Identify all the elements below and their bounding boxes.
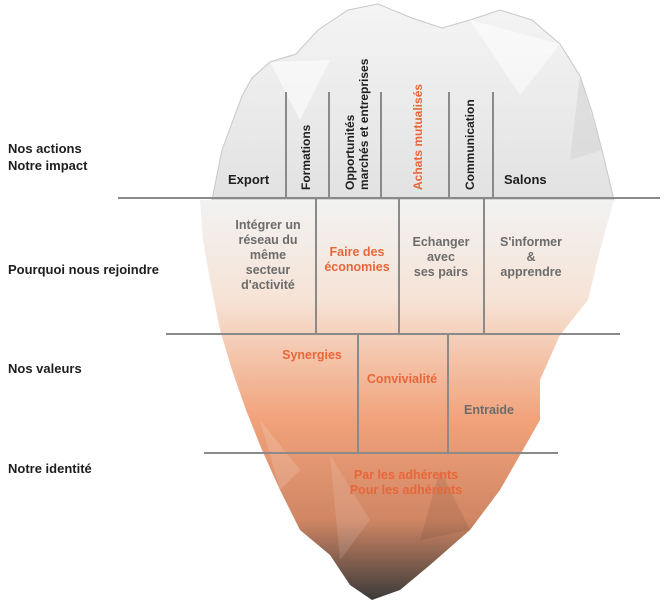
why-separator — [398, 198, 400, 334]
row-label-actions-line2: Notre impact — [8, 158, 88, 173]
values-separator — [447, 334, 449, 452]
why-reseau-line4: secteur — [245, 263, 291, 277]
action-communication: Communication — [463, 99, 477, 190]
row-label-identity: Notre identité — [8, 461, 92, 476]
action-opportunites-line2: marchés et entreprises — [357, 58, 371, 190]
why-reseau: Intégrer un réseau du même secteur d'act… — [222, 218, 314, 293]
why-reseau-line2: réseau du — [238, 233, 298, 247]
row-label-actions: Nos actions Notre impact — [8, 140, 87, 174]
why-economies: Faire des économies — [316, 245, 398, 275]
why-echanger-line2: avec — [427, 250, 455, 264]
action-salons: Salons — [504, 172, 547, 187]
action-separator — [285, 92, 287, 198]
why-reseau-line3: même — [249, 248, 287, 262]
action-achats-mutualises: Achats mutualisés — [411, 83, 425, 190]
why-informer-line3: apprendre — [500, 265, 562, 279]
action-separator — [448, 92, 450, 198]
action-opportunites: Opportunités marchés et entreprises — [343, 59, 371, 190]
identity-text: Par les adhérents Pour les adhérents — [316, 468, 496, 498]
values-divider — [166, 333, 620, 335]
row-label-actions-line1: Nos actions — [8, 141, 82, 156]
value-entraide: Entraide — [463, 403, 514, 417]
identity-divider — [204, 452, 558, 454]
why-separator — [483, 198, 485, 334]
why-reseau-line1: Intégrer un — [235, 218, 301, 232]
action-separator — [380, 92, 382, 198]
action-separator — [492, 92, 494, 198]
waterline-divider — [118, 197, 660, 199]
why-echanger-line1: Echanger — [412, 235, 470, 249]
why-echanger-line3: ses pairs — [413, 265, 469, 279]
why-informer-line1: S'informer — [499, 235, 562, 249]
why-informer-line2: & — [526, 250, 536, 264]
row-label-why: Pourquoi nous rejoindre — [8, 262, 159, 277]
action-export: Export — [228, 172, 270, 187]
identity-line2: Pour les adhérents — [349, 483, 463, 497]
why-economies-line2: économies — [324, 260, 390, 274]
value-synergies: Synergies — [282, 348, 342, 362]
identity-line1: Par les adhérents — [353, 468, 459, 482]
row-label-values: Nos valeurs — [8, 361, 82, 376]
why-separator — [315, 198, 317, 334]
action-opportunites-line1: Opportunités — [343, 114, 357, 190]
why-economies-line1: Faire des — [329, 245, 385, 259]
value-convivialite: Convivialité — [366, 372, 438, 386]
action-formations: Formations — [299, 124, 313, 190]
values-separator — [357, 334, 359, 452]
why-reseau-line5: d'activité — [241, 278, 295, 292]
why-informer: S'informer & apprendre — [486, 235, 576, 280]
why-echanger: Echanger avec ses pairs — [400, 235, 482, 280]
action-separator — [328, 92, 330, 198]
